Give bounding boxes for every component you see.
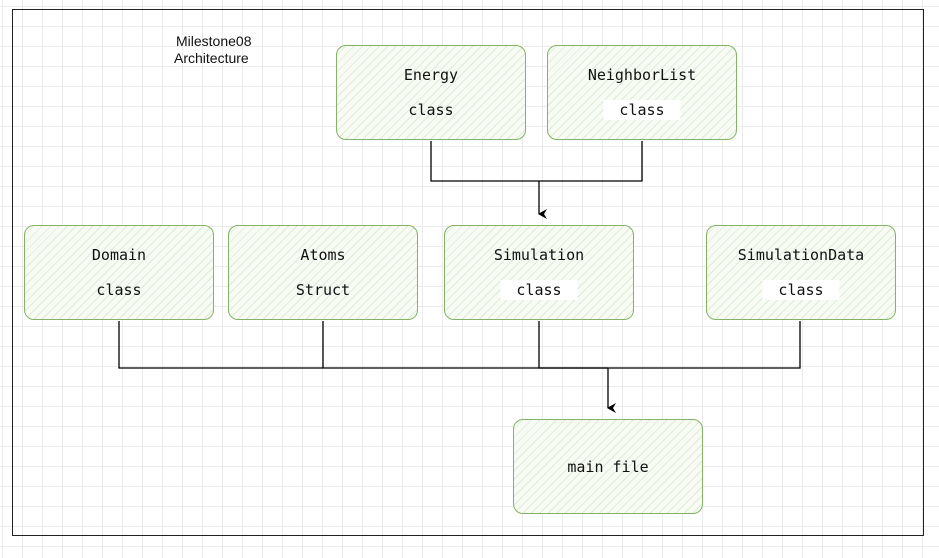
node-simulationdata-name: SimulationData: [737, 246, 865, 264]
node-energy[interactable]: Energy class: [336, 45, 526, 140]
node-simulation-kind: class: [500, 280, 578, 300]
node-simulationdata-kind: class: [762, 280, 840, 300]
node-energy-kind: class: [408, 101, 454, 119]
edge-neighborlist-to-simulation: [539, 141, 643, 182]
diagram-title: Milestone08 Architecture: [174, 33, 252, 67]
node-atoms-name: Atoms: [300, 246, 346, 264]
title-line-2: Architecture: [174, 50, 249, 66]
diagram-frame: [12, 9, 924, 536]
node-neighborlist-kind: class: [603, 100, 681, 120]
node-atoms-kind: Struct: [295, 281, 351, 299]
node-simulationdata[interactable]: SimulationData class: [706, 225, 896, 320]
edge-energy-to-simulation: [430, 141, 539, 182]
edge-simulationdata-to-main: [608, 321, 801, 369]
node-atoms[interactable]: Atoms Struct: [228, 225, 418, 320]
node-domain-name: Domain: [91, 246, 147, 264]
node-main-file-name: main file: [567, 458, 649, 476]
edge-simulation-to-main: [538, 321, 608, 369]
node-domain[interactable]: Domain class: [24, 225, 214, 320]
title-line-1: Milestone08: [176, 33, 252, 49]
node-simulation[interactable]: Simulation class: [444, 225, 634, 320]
node-domain-kind: class: [96, 281, 142, 299]
node-neighborlist-name: NeighborList: [587, 66, 697, 84]
node-neighborlist[interactable]: NeighborList class: [547, 45, 737, 140]
node-main-file[interactable]: main file: [513, 419, 703, 514]
node-simulation-name: Simulation: [493, 246, 585, 264]
node-energy-name: Energy: [403, 66, 459, 84]
edge-domain-to-main: [118, 321, 608, 369]
